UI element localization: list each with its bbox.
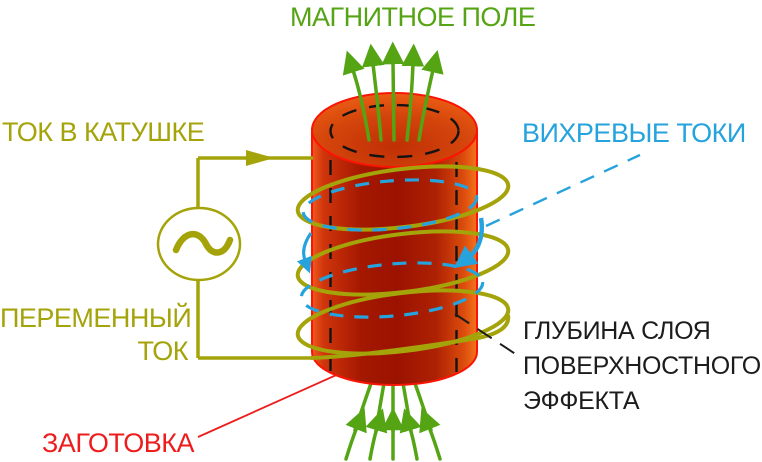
workpiece-label: ЗАГОТОВКА	[42, 428, 194, 458]
alternating-current-label: ПЕРЕМЕННЫЙ ТОК	[0, 302, 192, 368]
skin-depth-boundary	[329, 103, 460, 375]
induction-coil-circuit	[156, 150, 511, 360]
current-direction-arrow	[246, 150, 274, 166]
coil-bottom-strand	[310, 314, 511, 360]
magnetic-field-arrows-top	[342, 41, 444, 142]
eddy-arrow-left	[296, 232, 313, 274]
alternating-current-line2: ТОК	[137, 336, 188, 366]
alternating-current-line1: ПЕРЕМЕННЫЙ	[0, 303, 192, 333]
workpiece-callout-line	[197, 367, 353, 438]
ac-source-circle	[156, 206, 242, 282]
eddy-currents-callout-line	[485, 153, 641, 228]
skin-depth-callout-line	[454, 313, 521, 358]
eddy-arrow-right	[453, 217, 484, 269]
skin-depth-line3: ЭФФЕКТА	[523, 387, 640, 415]
magnetic-field-arrows-bottom	[344, 375, 442, 461]
eddy-current-loops	[296, 178, 485, 319]
skin-depth-label: ГЛУБИНА СЛОЯ ПОВЕРХНОСТНОГО ЭФФЕКТА	[523, 314, 761, 419]
magnetic-field-label: МАГНИТНОЕ ПОЛЕ	[290, 2, 536, 32]
skin-depth-line2: ПОВЕРХНОСТНОГО	[523, 352, 761, 380]
coil-current-label: ТОК В КАТУШКЕ	[2, 117, 205, 147]
skin-depth-line1: ГЛУБИНА СЛОЯ	[523, 317, 711, 345]
eddy-currents-label: ВИХРЕВЫЕ ТОКИ	[522, 118, 746, 148]
ac-sine-icon	[172, 231, 234, 256]
